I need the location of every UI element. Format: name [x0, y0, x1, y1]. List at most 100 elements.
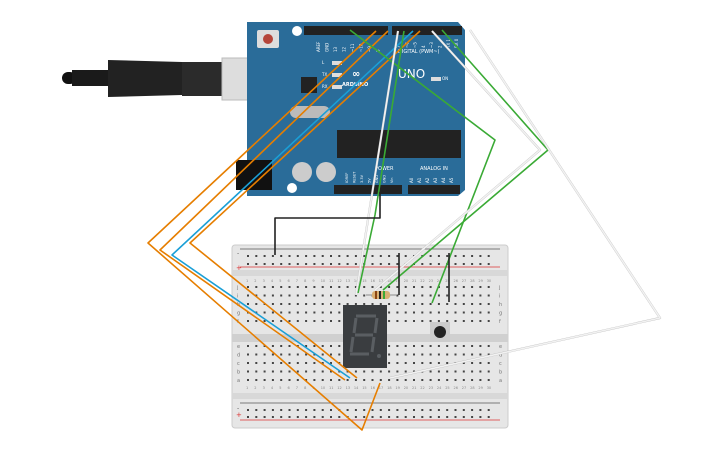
- hole[interactable]: [446, 303, 449, 305]
- hole[interactable]: [429, 294, 432, 297]
- hole[interactable]: [479, 303, 482, 305]
- hole[interactable]: [396, 353, 399, 356]
- rail-hole[interactable]: [379, 416, 382, 418]
- hole[interactable]: [313, 370, 316, 373]
- rail-hole[interactable]: [446, 409, 449, 411]
- hole[interactable]: [396, 362, 399, 364]
- hole[interactable]: [371, 370, 374, 373]
- rail-hole[interactable]: [363, 416, 366, 418]
- rail-hole[interactable]: [313, 416, 316, 418]
- rail-hole[interactable]: [305, 255, 308, 257]
- hole[interactable]: [437, 370, 440, 373]
- hole[interactable]: [446, 370, 449, 373]
- rail-hole[interactable]: [454, 255, 457, 257]
- hole[interactable]: [388, 379, 391, 381]
- hole[interactable]: [429, 286, 432, 288]
- hole[interactable]: [413, 303, 415, 305]
- rail-hole[interactable]: [462, 409, 465, 411]
- hole[interactable]: [255, 345, 258, 347]
- hole[interactable]: [263, 379, 266, 381]
- rail-hole[interactable]: [479, 255, 482, 257]
- hole[interactable]: [263, 320, 266, 322]
- hole[interactable]: [363, 303, 366, 305]
- hole[interactable]: [330, 303, 332, 305]
- hole[interactable]: [437, 379, 440, 381]
- white-wire[interactable]: [374, 30, 541, 291]
- rail-hole[interactable]: [388, 416, 391, 418]
- hole[interactable]: [255, 320, 258, 322]
- rail-hole[interactable]: [321, 416, 324, 418]
- hole[interactable]: [421, 311, 424, 314]
- hole[interactable]: [413, 379, 415, 381]
- rail-hole[interactable]: [288, 409, 291, 411]
- hole[interactable]: [404, 353, 407, 356]
- hole[interactable]: [288, 362, 291, 364]
- hole[interactable]: [271, 286, 274, 288]
- hole[interactable]: [363, 370, 366, 373]
- rail-hole[interactable]: [255, 263, 258, 265]
- hole[interactable]: [288, 379, 291, 381]
- hole[interactable]: [471, 370, 474, 373]
- rail-hole[interactable]: [363, 255, 366, 257]
- hole[interactable]: [346, 379, 349, 381]
- rail-hole[interactable]: [429, 409, 432, 411]
- white-wire[interactable]: [355, 30, 399, 296]
- hole[interactable]: [305, 362, 308, 364]
- hole[interactable]: [404, 286, 407, 288]
- hole[interactable]: [363, 286, 366, 288]
- hole[interactable]: [454, 353, 457, 356]
- hole[interactable]: [396, 320, 399, 322]
- hole[interactable]: [446, 294, 449, 297]
- hole[interactable]: [338, 345, 341, 347]
- rail-hole[interactable]: [280, 409, 283, 411]
- rail-hole[interactable]: [379, 409, 382, 411]
- hole[interactable]: [296, 370, 299, 373]
- rail-hole[interactable]: [247, 255, 249, 257]
- hole[interactable]: [454, 303, 457, 305]
- hole[interactable]: [305, 311, 308, 314]
- rail-hole[interactable]: [296, 255, 299, 257]
- hole[interactable]: [413, 353, 415, 356]
- hole[interactable]: [247, 303, 249, 305]
- rail-hole[interactable]: [280, 255, 283, 257]
- hole[interactable]: [354, 370, 357, 373]
- orange-wire[interactable]: [189, 30, 421, 379]
- hole[interactable]: [454, 294, 457, 297]
- hole[interactable]: [479, 286, 482, 288]
- rail-hole[interactable]: [346, 409, 349, 411]
- rail-hole[interactable]: [321, 263, 324, 265]
- hole[interactable]: [487, 303, 490, 305]
- rail-hole[interactable]: [396, 409, 399, 411]
- hole[interactable]: [479, 362, 482, 364]
- hole[interactable]: [462, 303, 465, 305]
- hole[interactable]: [313, 286, 316, 288]
- hole[interactable]: [479, 379, 482, 381]
- hole[interactable]: [446, 320, 449, 322]
- hole[interactable]: [280, 362, 283, 364]
- seven-segment-display[interactable]: [343, 305, 387, 368]
- rail-hole[interactable]: [396, 255, 399, 257]
- rail-hole[interactable]: [487, 409, 490, 411]
- rail-hole[interactable]: [379, 255, 382, 257]
- rail-hole[interactable]: [371, 416, 374, 418]
- hole[interactable]: [363, 379, 366, 381]
- hole[interactable]: [388, 286, 391, 288]
- hole[interactable]: [288, 294, 291, 297]
- hole[interactable]: [429, 362, 432, 364]
- rail-hole[interactable]: [271, 263, 274, 265]
- hole[interactable]: [404, 320, 407, 322]
- hole[interactable]: [413, 345, 415, 347]
- hole[interactable]: [247, 362, 249, 364]
- hole[interactable]: [421, 362, 424, 364]
- hole[interactable]: [462, 311, 465, 314]
- rail-hole[interactable]: [288, 255, 291, 257]
- hole[interactable]: [421, 294, 424, 297]
- hole[interactable]: [462, 353, 465, 356]
- hole[interactable]: [413, 362, 415, 364]
- hole[interactable]: [247, 353, 249, 356]
- hole[interactable]: [454, 286, 457, 288]
- rail-hole[interactable]: [338, 416, 341, 418]
- hole[interactable]: [462, 345, 465, 347]
- rail-hole[interactable]: [263, 409, 266, 411]
- rail-hole[interactable]: [479, 416, 482, 418]
